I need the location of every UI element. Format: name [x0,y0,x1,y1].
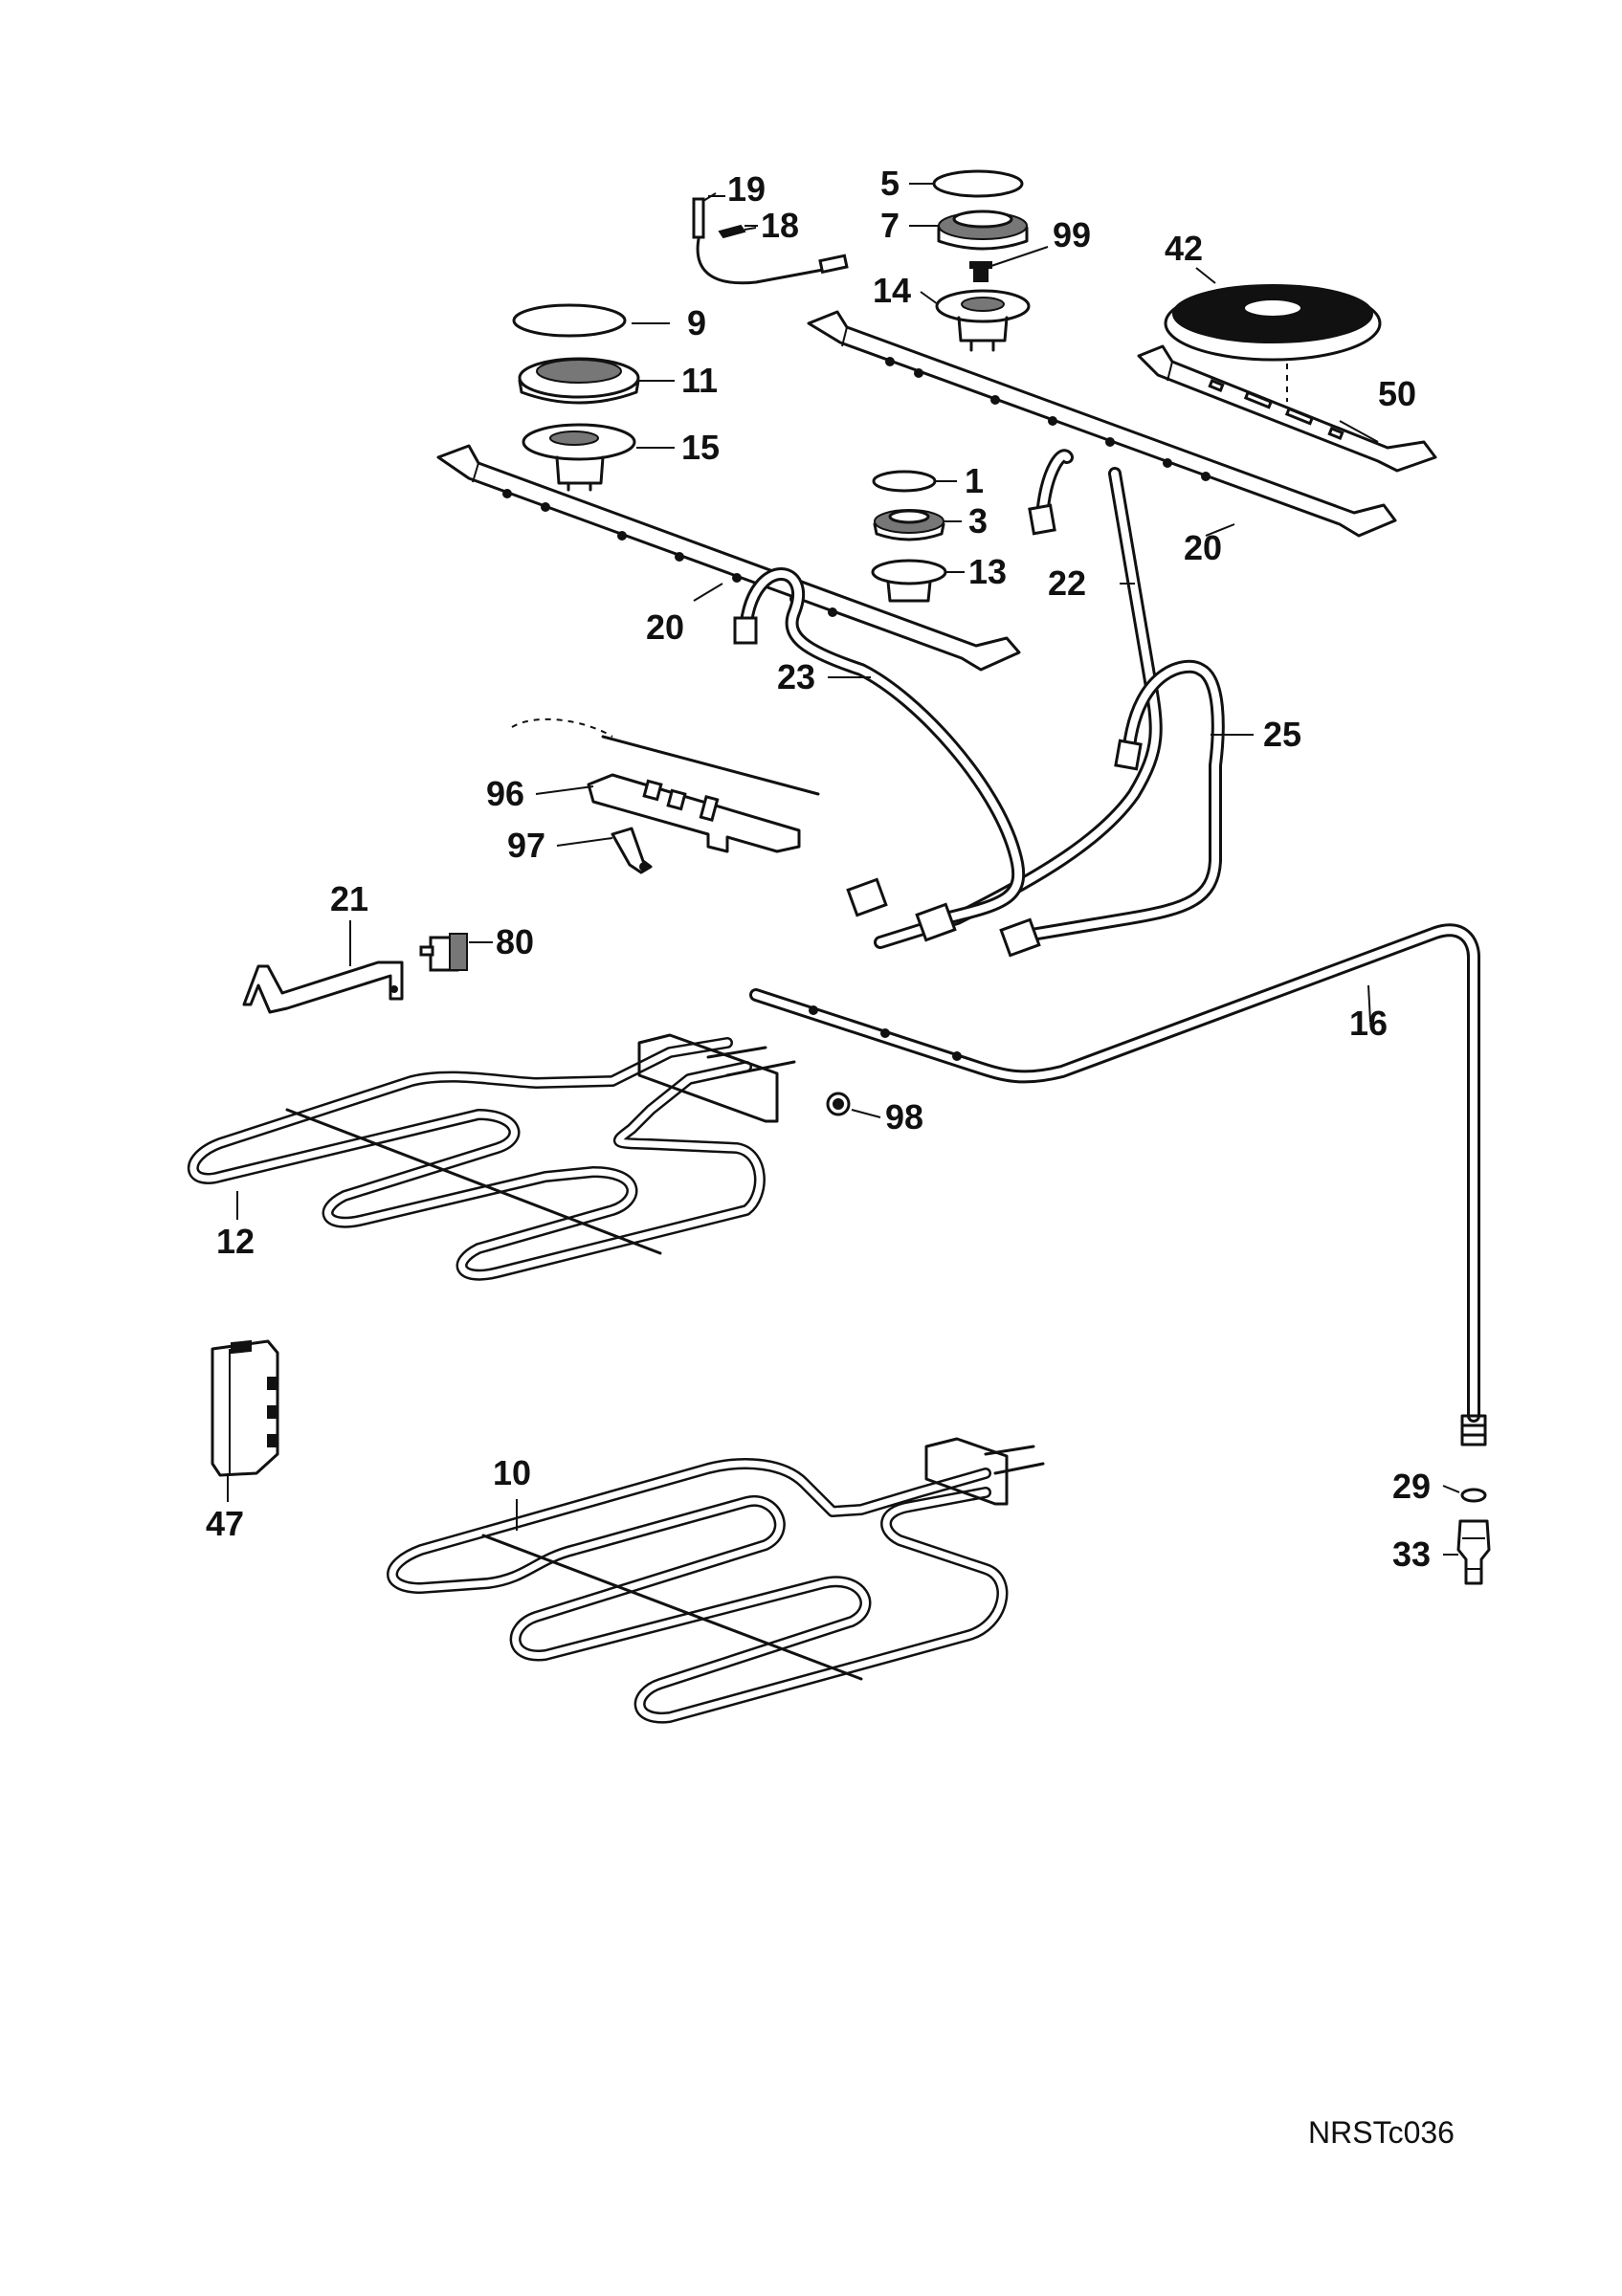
callout-15: 15 [681,428,720,467]
callout-47: 47 [206,1504,244,1543]
callout-16: 16 [1349,1004,1388,1043]
callout-labels: 19 18 5 7 99 42 14 9 11 15 50 1 3 13 20 … [206,164,1455,2150]
callout-25: 25 [1263,715,1301,754]
part-14-burner-base [935,289,1031,352]
callout-22: 22 [1048,563,1086,603]
callout-98: 98 [885,1097,923,1137]
callout-42: 42 [1165,229,1203,268]
callout-10: 10 [493,1453,531,1492]
part-50-hotplate-bracket [1137,344,1437,473]
part-11-burner-head-large [518,357,640,405]
part-3-burner-head-small [873,509,945,541]
callout-14: 14 [873,271,911,310]
part-10-oven-element [387,1437,1045,1724]
part-99-screw [969,261,992,282]
callout-20-left: 20 [646,607,684,647]
callout-5: 5 [880,164,900,203]
leader-lines [227,183,1460,1556]
part-97-clip [611,827,653,874]
part-20-cross-rail-right [807,310,1397,538]
part-13-burner-base-small [871,559,947,603]
part-16-gas-supply-pipe [749,923,1487,1446]
callout-50: 50 [1378,374,1416,413]
part-21-bracket [242,960,404,1014]
part-96-switch-bracket [511,718,820,853]
callout-9: 9 [687,303,706,342]
callout-13: 13 [968,552,1007,591]
part-47-control-module [211,1339,279,1477]
callout-18: 18 [761,206,799,245]
callout-21: 21 [330,879,368,918]
part-42-hotplate [1164,284,1382,402]
part-7-burner-head [937,210,1029,251]
callout-96: 96 [486,774,524,813]
part-19-thermocouple [692,192,849,285]
callout-7: 7 [880,206,900,245]
callout-12: 12 [216,1222,255,1261]
part-15-burner-base-large [522,423,636,492]
callout-33: 33 [1392,1534,1431,1574]
part-80-connector [419,933,468,972]
part-98-nut [826,1092,851,1116]
part-20-cross-rail-left [436,444,1021,672]
callout-99: 99 [1053,215,1091,254]
pipe-nuts [846,877,1041,958]
callout-80: 80 [496,922,534,961]
callout-3: 3 [968,501,988,541]
callout-1: 1 [965,461,984,500]
part-23-gas-pipe [733,567,1026,927]
drawing-code: NRSTc036 [1308,2115,1455,2150]
part-18-clip [718,224,757,239]
part-33-union [1456,1519,1491,1585]
callout-19: 19 [727,169,766,209]
part-29-washer [1460,1488,1487,1503]
part-12-grill-element [187,1033,796,1281]
callout-23: 23 [777,657,815,696]
callout-20-right: 20 [1184,528,1222,567]
part-5-burner-cap [932,169,1024,198]
part-1-burner-cap-small [872,470,937,493]
callout-11: 11 [681,361,718,400]
callout-97: 97 [507,826,545,865]
callout-29: 29 [1392,1467,1431,1506]
part-9-burner-cap-large [512,303,627,338]
part-25-gas-pipe [1008,659,1225,944]
